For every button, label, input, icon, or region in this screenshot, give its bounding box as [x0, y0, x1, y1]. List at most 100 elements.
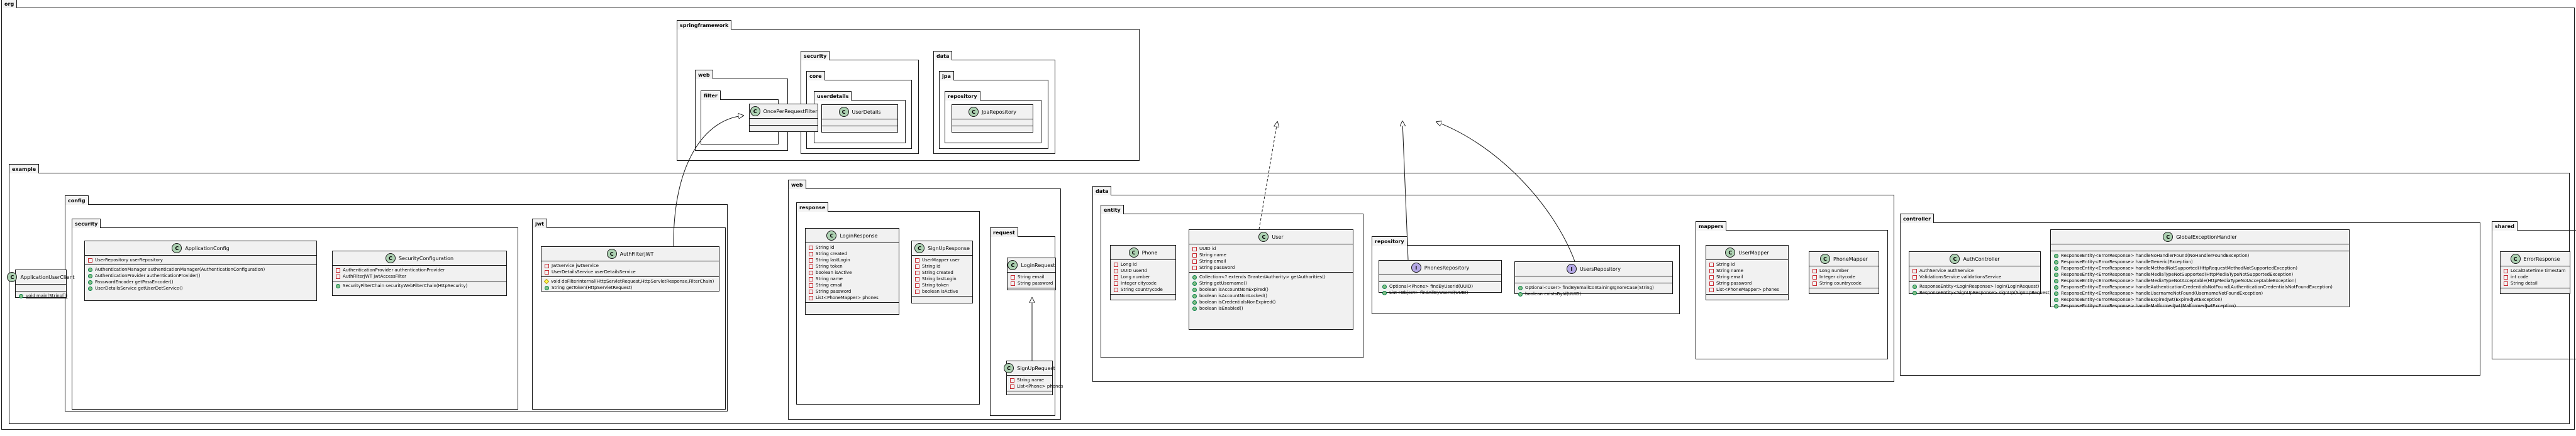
- class-fields: AuthenticationProvider authenticationPro…: [333, 266, 506, 281]
- class-methods: [822, 126, 897, 133]
- private-visibility-icon: [809, 245, 813, 250]
- class-method: boolean existsById(UUID): [1515, 291, 1672, 297]
- class-icon: C: [1008, 260, 1018, 270]
- package-mappers: mappers: [1696, 221, 1888, 359]
- class-method: String getUsername(): [1189, 280, 1353, 286]
- class-field: boolean isActive: [806, 270, 899, 276]
- private-visibility-icon: [1114, 287, 1118, 292]
- private-visibility-icon: [545, 263, 549, 268]
- method-text: Collection<? extends GrantedAuthority> g…: [1199, 275, 1326, 280]
- class-field: Long id: [1111, 261, 1175, 268]
- package-tab: data: [933, 51, 953, 60]
- field-text: ValidationsService validationsService: [1919, 275, 2002, 280]
- class-field: ValidationsService validationsService: [1909, 274, 2040, 280]
- class-method: boolean isAccountNonExpired(): [1189, 286, 1353, 293]
- private-visibility-icon: [915, 264, 919, 269]
- class-name: ApplicationConfig: [185, 245, 230, 251]
- class-name: JpaRepository: [982, 109, 1016, 115]
- class-methods: Optional<Phone> findByUserId(UUID)List<O…: [1379, 282, 1501, 297]
- package-request: request: [990, 227, 1055, 416]
- protected-visibility-icon: [543, 278, 550, 285]
- class-field: String password: [1706, 280, 1788, 286]
- private-visibility-icon: [1813, 275, 1817, 280]
- class-methods: Optional<User> findByEmailContainingIgno…: [1515, 283, 1672, 298]
- class-icon: C: [914, 243, 925, 253]
- class-field: int code: [2501, 274, 2570, 280]
- package-tab: data: [1092, 186, 1112, 195]
- private-visibility-icon: [1813, 268, 1817, 273]
- public-visibility-icon: [88, 286, 92, 291]
- private-visibility-icon: [336, 268, 340, 273]
- package-controller: controller: [1900, 214, 2480, 376]
- field-text: String id: [922, 264, 941, 269]
- private-visibility-icon: [1709, 287, 1714, 292]
- private-visibility-icon: [336, 274, 340, 279]
- method-text: void doFilterInternal(HttpServletRequest…: [551, 279, 714, 284]
- method-text: String getUsername(): [1199, 281, 1247, 286]
- class-method: Optional<Phone> findByUserId(UUID): [1379, 283, 1501, 290]
- class-icon: C: [969, 107, 979, 117]
- field-text: String email: [816, 283, 843, 288]
- private-visibility-icon: [1192, 259, 1197, 264]
- package-shared: shared: [2492, 221, 2576, 359]
- public-visibility-icon: [2054, 297, 2058, 302]
- field-text: UUID userId: [1121, 268, 1147, 273]
- class-field: boolean isActive: [912, 288, 972, 295]
- interface-icon: I: [1411, 263, 1421, 273]
- class-methods: [806, 303, 899, 309]
- class-icon: C: [2163, 232, 2174, 242]
- private-visibility-icon: [809, 289, 813, 294]
- field-text: boolean isActive: [816, 270, 852, 275]
- public-visibility-icon: [1192, 275, 1197, 280]
- private-visibility-icon: [809, 270, 813, 275]
- class-fields: [1515, 276, 1672, 283]
- class-icon: C: [1004, 363, 1014, 373]
- class-method: void doFilterInternal(HttpServletRequest…: [541, 278, 719, 285]
- class-method: ResponseEntity<ErrorResponse> handleGene…: [2051, 259, 2349, 265]
- private-visibility-icon: [1114, 281, 1118, 286]
- class-icon: C: [7, 272, 18, 282]
- method-text: ResponseEntity<ErrorResponse> handleExpi…: [2061, 297, 2223, 302]
- class-method: SecurityFilterChain securityWebFilterCha…: [333, 283, 506, 289]
- private-visibility-icon: [1011, 281, 1015, 286]
- class-name: GlobalExceptionHandler: [2176, 234, 2237, 240]
- method-text: AuthenticationProvider authenticationPro…: [95, 273, 201, 278]
- class-name: ApplicationUserClient: [20, 274, 75, 280]
- field-text: String created: [922, 270, 953, 275]
- field-text: String name: [1716, 268, 1743, 273]
- class-field: LocalDateTime timestam: [2501, 268, 2570, 274]
- class-fields: [750, 119, 818, 126]
- method-text: SecurityFilterChain securityWebFilterCha…: [343, 283, 468, 288]
- class-methods: void doFilterInternal(HttpServletRequest…: [541, 277, 719, 292]
- private-visibility-icon: [1114, 268, 1118, 273]
- class-field: UserMapper user: [912, 257, 972, 263]
- package-tab: web: [695, 70, 713, 79]
- class-field: String email: [1008, 274, 1055, 280]
- class-method: ResponseEntity<ErrorResponse> handleExpi…: [2051, 297, 2349, 303]
- public-visibility-icon: [88, 267, 92, 272]
- class-field: String password: [1189, 264, 1353, 271]
- public-visibility-icon: [1192, 300, 1197, 305]
- field-text: String email: [1716, 275, 1743, 280]
- private-visibility-icon: [1709, 281, 1714, 286]
- public-visibility-icon: [1192, 293, 1197, 298]
- field-text: JwtService jwtService: [552, 263, 599, 268]
- class-method: Optional<User> findByEmailContainingIgno…: [1515, 285, 1672, 291]
- method-text: ResponseEntity<LoginResponse> login(Logi…: [1919, 284, 2040, 289]
- method-text: AuthenticationManager authenticationMana…: [95, 267, 265, 272]
- class-method: ResponseEntity<ErrorResponse> handleMedi…: [2051, 271, 2349, 278]
- class-methods: [1008, 288, 1055, 295]
- private-visibility-icon: [915, 276, 919, 281]
- class-methods: [1706, 295, 1788, 301]
- field-text: UserMapper user: [922, 258, 960, 263]
- class-name: Phone: [1141, 249, 1158, 256]
- method-text: String getToken(HttpServletRequest): [552, 285, 633, 290]
